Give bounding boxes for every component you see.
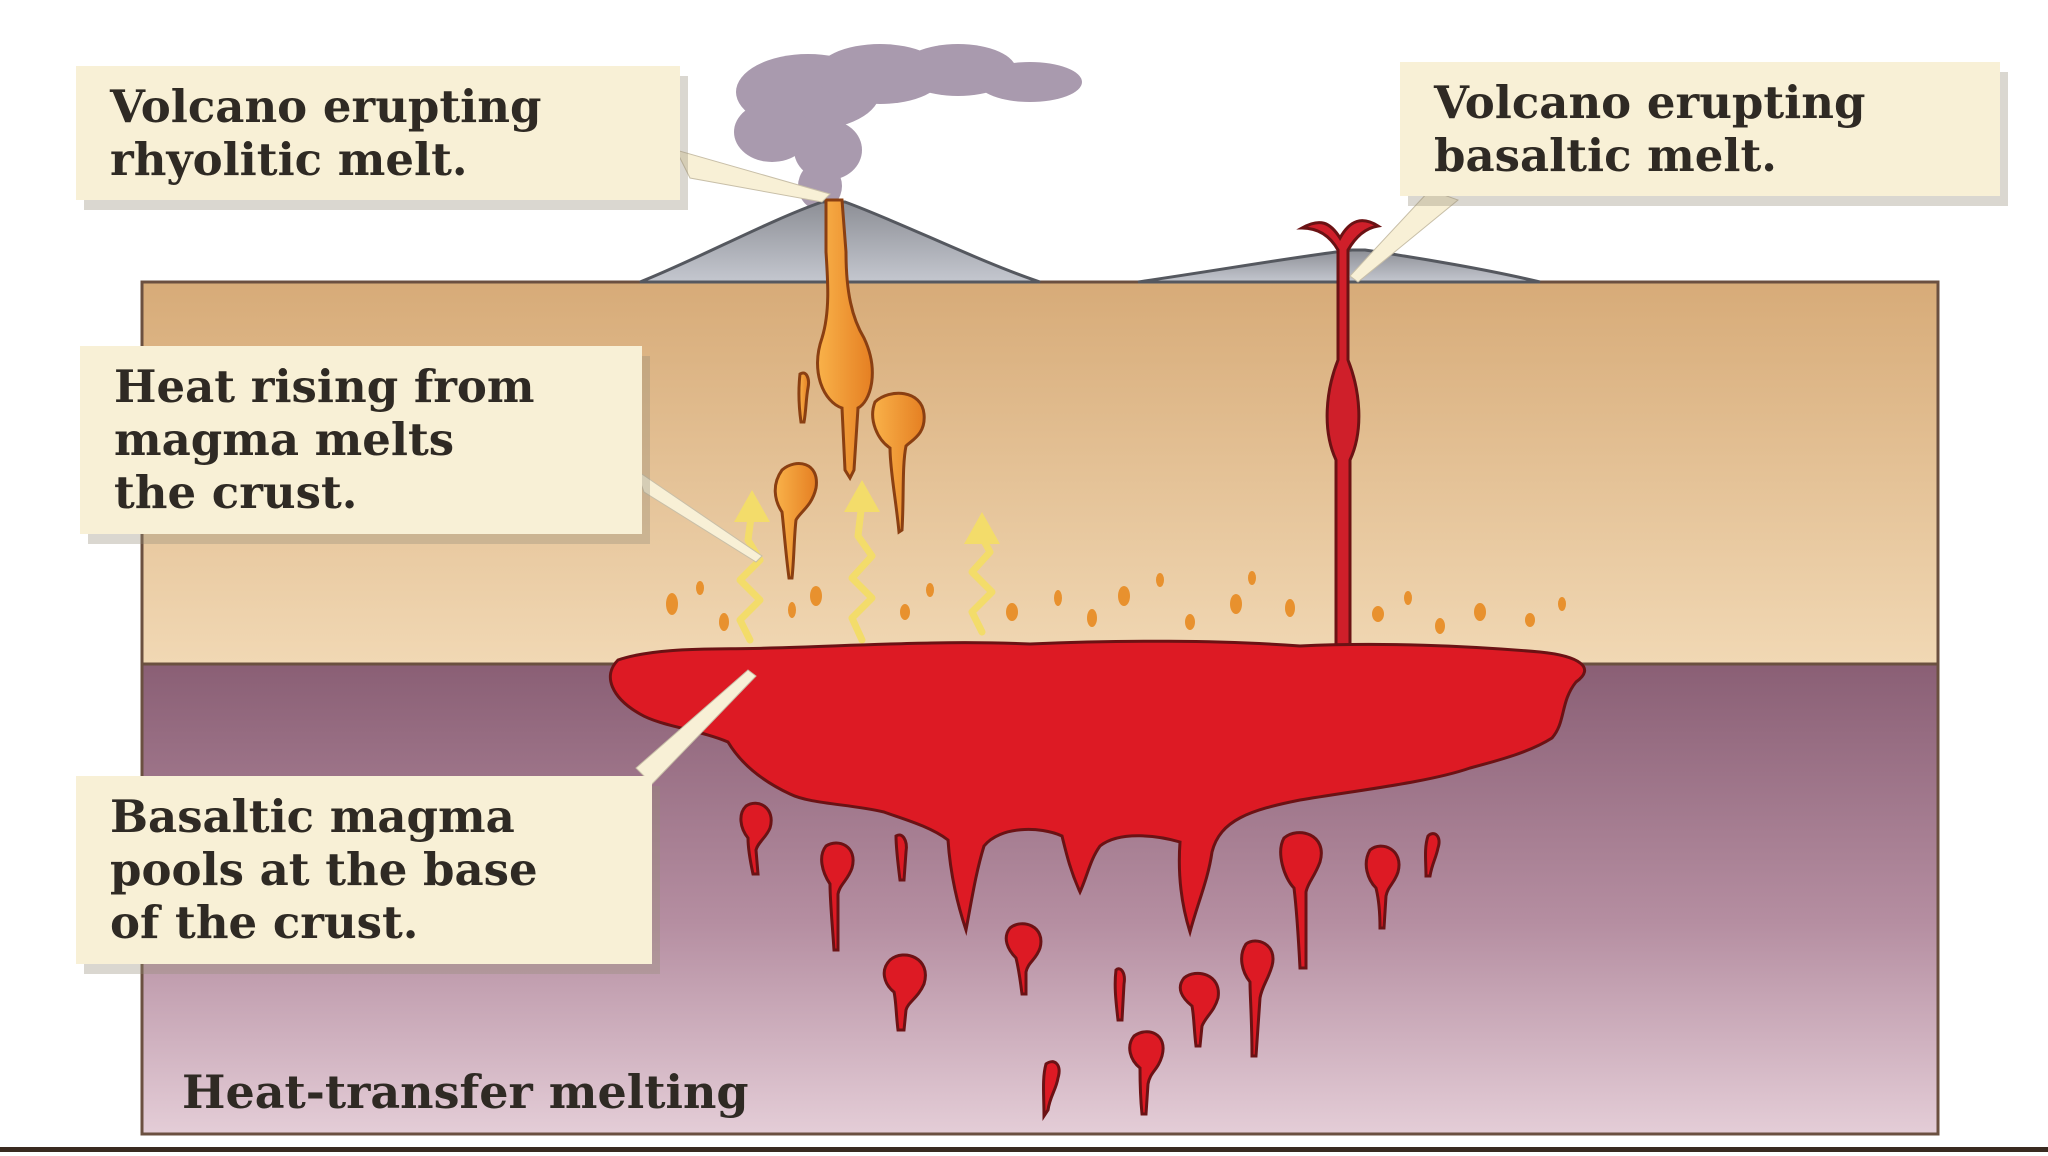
rhyolitic-conduit (816, 198, 874, 482)
basaltic-conduit (1296, 219, 1383, 652)
magma-pool-callout: Basaltic magma pools at the base of the … (76, 776, 652, 964)
basaltic-magma-pool (608, 639, 1587, 938)
callout-line: Heat rising from (114, 360, 535, 413)
callout-line: rhyolitic melt. (110, 133, 468, 186)
callout-line: basaltic melt. (1434, 129, 1777, 182)
callout-line: pools at the base (110, 843, 538, 896)
rhyolitic-melt-blobs (773, 371, 926, 580)
crustal-melt-specks (666, 571, 1566, 634)
callout-pointers (634, 149, 1460, 785)
callout-line: Volcano erupting (1434, 76, 1866, 129)
heat-arrow-heads (734, 480, 1000, 544)
ash-plume (734, 44, 1082, 210)
heat-rising-callout: Heat rising from magma melts the crust. (80, 346, 642, 534)
rhyolitic-volcano-callout: Volcano erupting rhyolitic melt. (76, 66, 680, 200)
bottom-rule (0, 1147, 2048, 1152)
callout-line: the crust. (114, 466, 358, 519)
diagram-caption: Heat-transfer melting (182, 1065, 749, 1119)
magma-drips (739, 801, 1441, 1121)
callout-line: Basaltic magma (110, 790, 515, 843)
callout-line: of the crust. (110, 896, 419, 949)
callout-line: Volcano erupting (110, 80, 542, 133)
callout-line: magma melts (114, 413, 455, 466)
basaltic-volcano-callout: Volcano erupting basaltic melt. (1400, 62, 2000, 196)
